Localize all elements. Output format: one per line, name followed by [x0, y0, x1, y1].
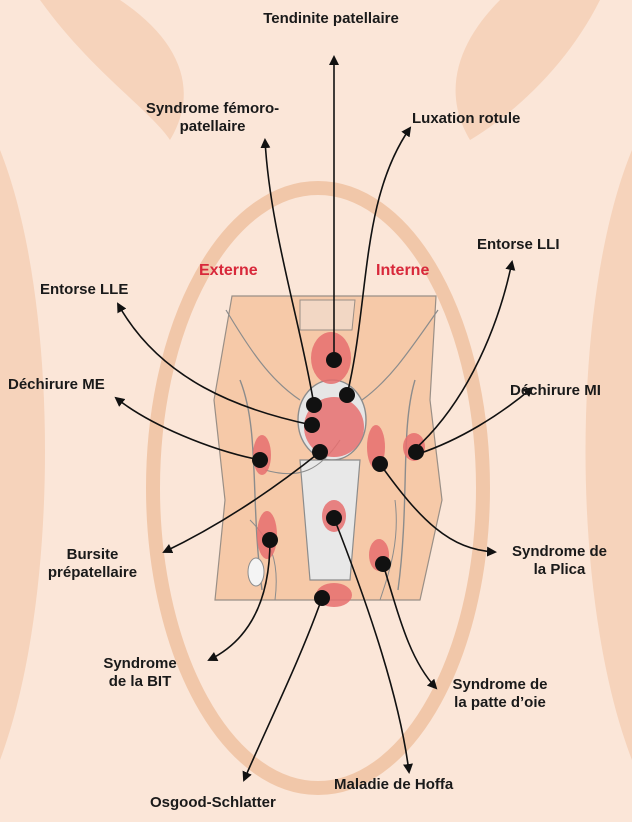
side-label-external: Externe — [199, 262, 258, 280]
anchor-dot — [372, 456, 388, 472]
anchor-dot — [339, 387, 355, 403]
anchor-dot — [306, 397, 322, 413]
anchor-dot — [314, 590, 330, 606]
anchor-dot — [408, 444, 424, 460]
label-syndrome-femoro-patellaire: Syndrome fémoro- patellaire — [120, 100, 305, 136]
label-osgood-schlatter: Osgood-Schlatter — [150, 794, 276, 812]
label-luxation-rotule: Luxation rotule — [412, 110, 520, 128]
anchor-dot — [252, 452, 268, 468]
anchor-dot — [326, 510, 342, 526]
label-bursite-prepatellaire: Bursite prépatellaire — [25, 546, 160, 582]
label-syndrome-plica: Syndrome de la Plica — [492, 543, 627, 579]
anchor-dot — [375, 556, 391, 572]
label-syndrome-bit: Syndrome de la BIT — [80, 655, 200, 691]
anchor-dot — [262, 532, 278, 548]
label-dechirure-mi: Déchirure MI — [510, 382, 601, 400]
label-dechirure-me: Déchirure ME — [8, 376, 105, 394]
label-entorse-lli: Entorse LLI — [477, 236, 560, 254]
anchor-dot — [304, 417, 320, 433]
label-syndrome-patte-oie: Syndrome de la patte d’oie — [430, 676, 570, 712]
label-entorse-lle: Entorse LLE — [40, 281, 128, 299]
side-label-internal: Interne — [376, 262, 429, 280]
label-tendinite-patellaire: Tendinite patellaire — [231, 10, 431, 28]
anchor-dot — [312, 444, 328, 460]
anchor-dot — [326, 352, 342, 368]
label-maladie-hoffa: Maladie de Hoffa — [334, 776, 453, 794]
